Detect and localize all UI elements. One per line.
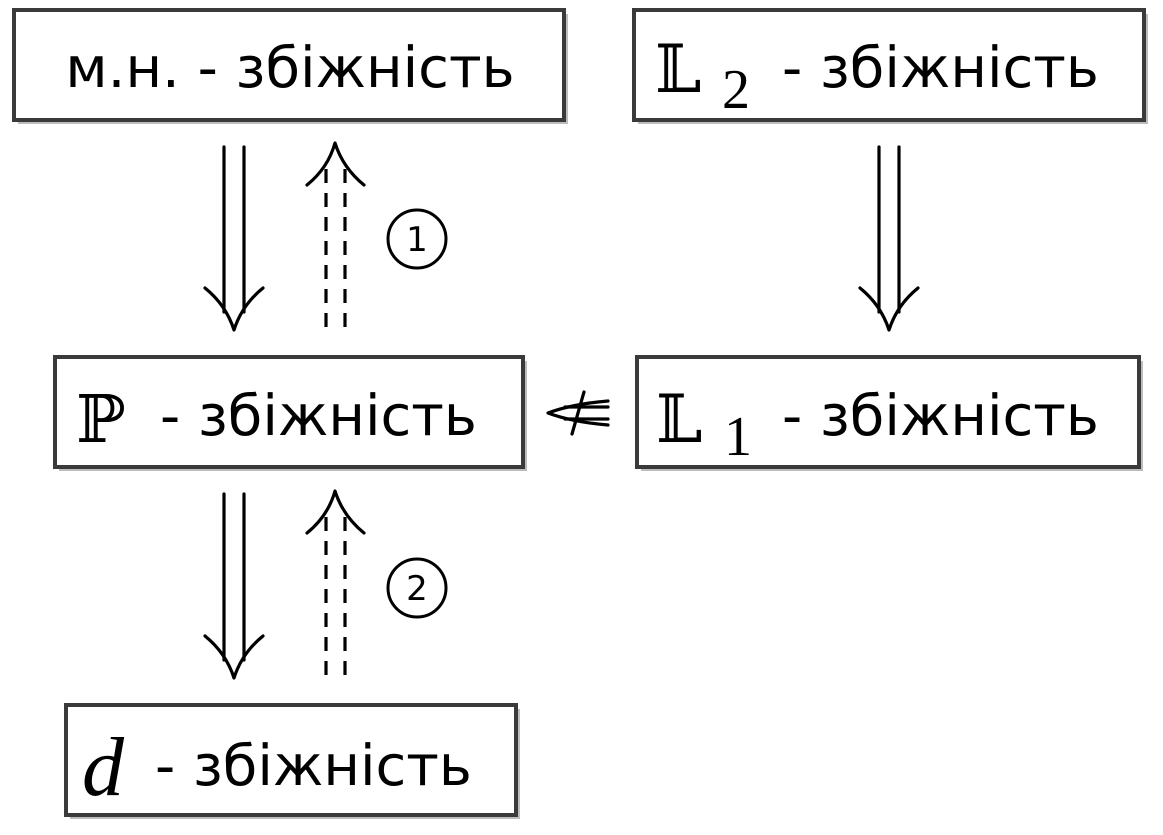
- conditional-d-to-p-arrow: [305, 489, 366, 675]
- condition-marker-2-label: 2: [406, 569, 428, 609]
- node-l2: 𝕃 2 - збіжність: [632, 8, 1148, 124]
- node-mn-suffix: - збіжність: [198, 36, 515, 101]
- node-mn-prefix: м.н.: [65, 36, 179, 101]
- node-p-symbol: ℙ: [76, 381, 126, 458]
- svg-text:м.н. - збіжність: м.н. - збіжність: [65, 36, 514, 101]
- node-d: d - збіжність: [64, 703, 520, 819]
- node-l2-sub: 2: [722, 59, 750, 121]
- node-p-suffix: - збіжність: [160, 384, 477, 449]
- node-d-suffix: - збіжність: [155, 734, 472, 799]
- implies-l2-to-l1-arrow: [858, 145, 920, 332]
- node-l1-symbol: 𝕃: [656, 381, 702, 458]
- node-p: ℙ - збіжність: [53, 355, 527, 471]
- condition-marker-1: 1: [386, 208, 448, 270]
- node-l2-suffix: - збіжність: [782, 36, 1099, 101]
- node-d-symbol: d: [82, 721, 125, 814]
- conditional-p-to-mn-arrow: [305, 141, 366, 327]
- node-l1-suffix: - збіжність: [782, 384, 1099, 449]
- implies-l1-to-p-arrow: [546, 390, 610, 436]
- condition-marker-1-label: 1: [406, 220, 428, 260]
- node-l1-sub: 1: [724, 406, 752, 468]
- node-l1: 𝕃 1 - збіжність: [635, 355, 1143, 471]
- implies-mn-to-p-arrow: [203, 145, 265, 332]
- node-l2-symbol: 𝕃: [655, 31, 701, 108]
- node-mn: м.н. - збіжність: [12, 8, 568, 124]
- implies-p-to-d-arrow: [203, 492, 265, 680]
- condition-marker-2: 2: [386, 557, 448, 619]
